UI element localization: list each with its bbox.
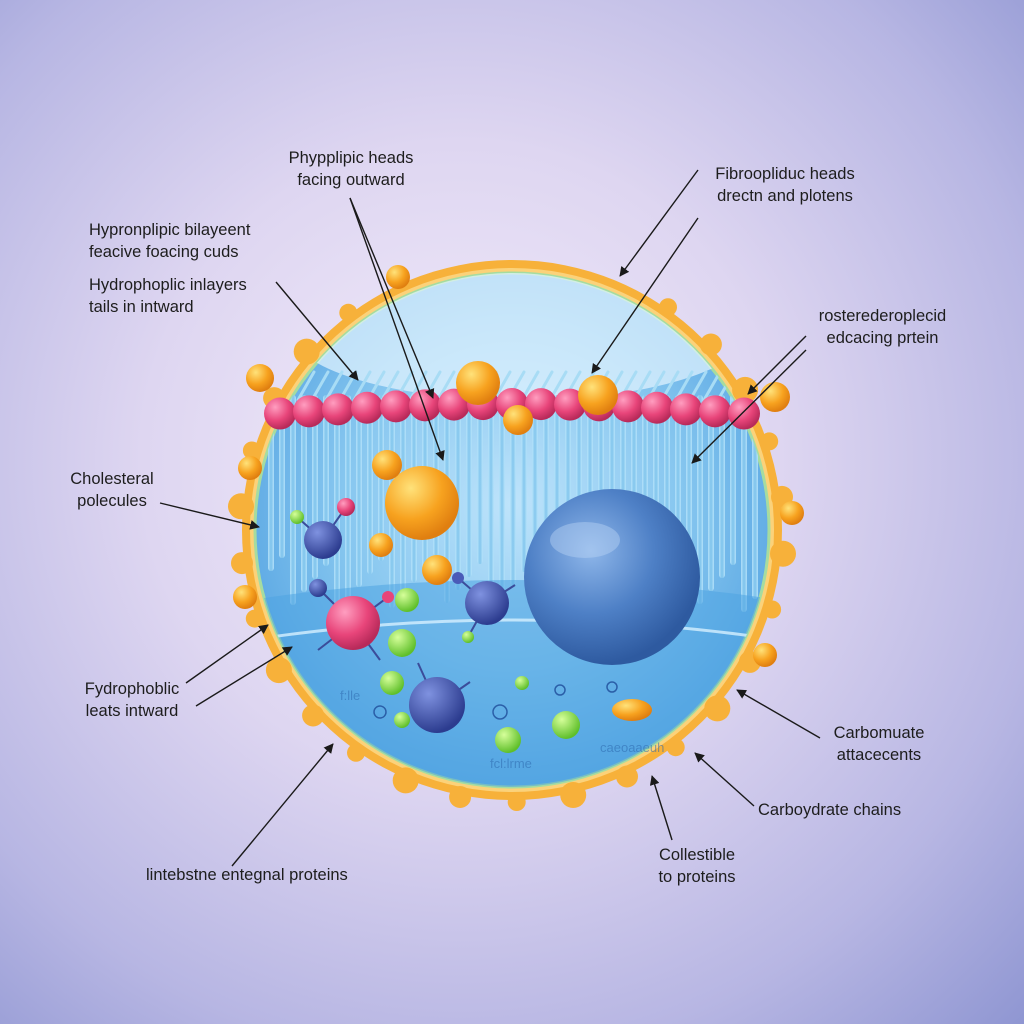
arrow-integral xyxy=(232,744,333,866)
orange-globule xyxy=(385,466,459,540)
carbohydrate-bump xyxy=(449,786,471,808)
carbohydrate-bump xyxy=(704,695,730,721)
arrow-fibrous-a xyxy=(620,170,698,276)
label-collestible: Collestible to proteins xyxy=(642,844,752,888)
lipid-tail xyxy=(345,395,351,600)
label-phospholipid-heads: Phypplipic heads facing outward xyxy=(256,147,446,191)
carbohydrate-bump xyxy=(560,782,586,808)
phospholipid-head xyxy=(380,390,412,422)
arrow-carbomuate xyxy=(737,690,820,738)
phospholipid-head xyxy=(409,389,441,421)
lipid-tail xyxy=(290,395,296,605)
arrow-leats-a xyxy=(186,625,268,683)
lipid-tail xyxy=(356,395,362,587)
carbohydrate-bump xyxy=(233,585,257,609)
membrane-globule xyxy=(760,382,790,412)
label-cholesteral: Cholesteral polecules xyxy=(62,468,162,512)
carbohydrate-bump xyxy=(386,265,410,289)
carbohydrate-bump xyxy=(238,456,262,480)
carbohydrate-bump xyxy=(228,493,254,519)
label-hydrophobic-inlayers: Hydrophoplic inlayers tails in intward xyxy=(89,274,247,318)
carbohydrate-bump xyxy=(347,744,365,762)
label-hydrophobic-leats: Fydrophoblic leats intward xyxy=(72,678,192,722)
carbohydrate-bump xyxy=(659,298,677,316)
phospholipid-head xyxy=(322,393,354,425)
lipid-tail xyxy=(466,395,472,577)
label-carbomuate: Carbomuate attacecents xyxy=(824,722,934,766)
carbohydrate-bump xyxy=(667,738,685,756)
phospholipid-head xyxy=(264,398,296,430)
inner-text-3: caeoaaeuh xyxy=(600,740,664,755)
phospholipid-head xyxy=(670,393,702,425)
phospholipid-head xyxy=(641,392,673,424)
phospholipid-head xyxy=(699,395,731,427)
carbohydrate-bump xyxy=(231,552,253,574)
label-carbohydrate-chains: Carboydrate chains xyxy=(758,799,901,821)
carbohydrate-bump xyxy=(339,304,357,322)
carbohydrate-bump xyxy=(616,766,638,788)
label-integral-proteins: lintebstne entegnal proteins xyxy=(146,864,348,886)
arrow-carbohydrate xyxy=(695,753,754,806)
large-protein xyxy=(524,489,700,665)
phospholipid-head xyxy=(351,392,383,424)
navy-molecule xyxy=(465,581,509,625)
carbohydrate-bump xyxy=(508,793,526,811)
pink-molecule xyxy=(326,596,380,650)
label-fibrous-heads: Fibroopliduc heads drectn and plotens xyxy=(700,163,870,207)
label-hydrophilic-bilayer: Hypronplipic bilayeent feacive foacing c… xyxy=(89,219,250,263)
phospholipid-head xyxy=(293,395,325,427)
arrow-collestible xyxy=(652,776,672,840)
carbohydrate-bump xyxy=(246,610,264,628)
carbohydrate-bump xyxy=(780,501,804,525)
carbohydrate-bump xyxy=(760,432,778,450)
carbohydrate-bump xyxy=(770,541,796,567)
lipid-tail xyxy=(488,395,494,611)
inner-text-2: fcl:lrme xyxy=(490,756,532,771)
carbohydrate-bump xyxy=(753,643,777,667)
carbohydrate-bump xyxy=(763,601,781,619)
carbohydrate-bump xyxy=(302,705,324,727)
carbohydrate-bump xyxy=(294,339,320,365)
lipid-tail xyxy=(477,395,483,564)
membrane-globule xyxy=(246,364,274,392)
label-rosterederoplecid: rosterederoplecid edcacing prtein xyxy=(800,305,965,349)
phospholipid-head xyxy=(728,398,760,430)
inner-text-1: f:lle xyxy=(340,688,360,703)
carbohydrate-bump xyxy=(393,767,419,793)
carbohydrate-bump xyxy=(700,334,722,356)
